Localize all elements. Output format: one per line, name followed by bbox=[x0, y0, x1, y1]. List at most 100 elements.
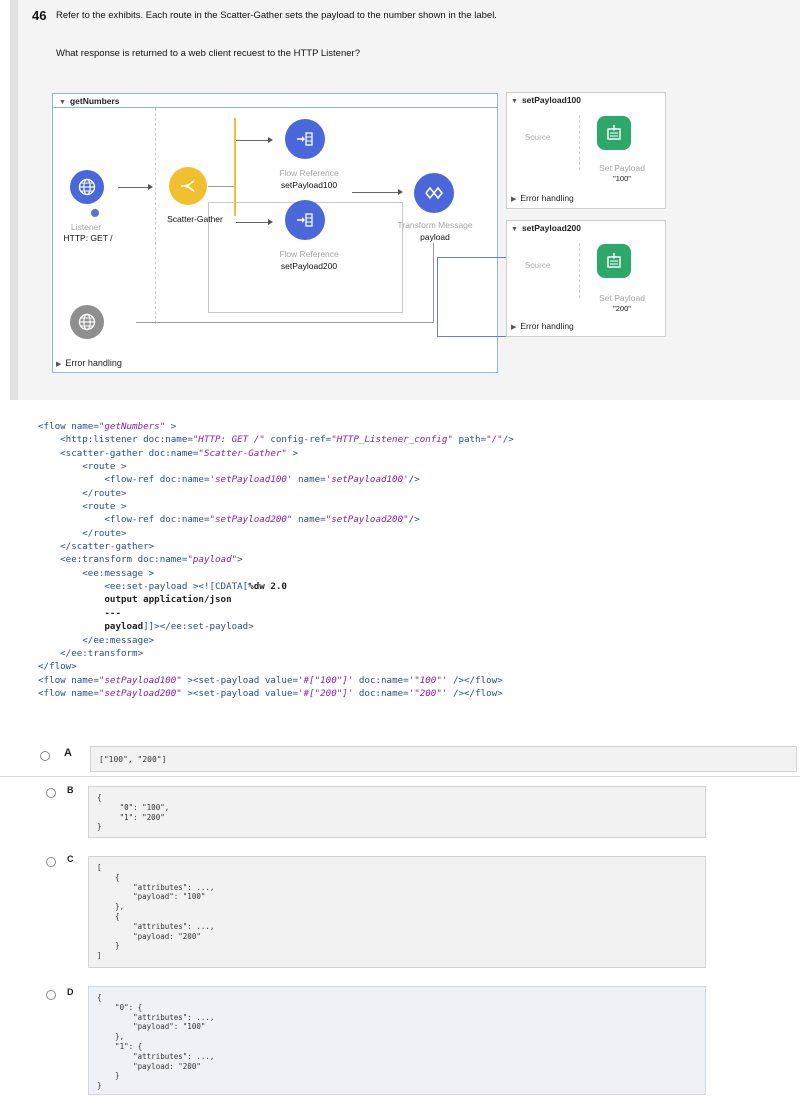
flow-setpayload100: ▼setPayload100 Source Set Payload "100" … bbox=[506, 92, 666, 209]
answer-line: "1": "200" bbox=[97, 812, 165, 822]
source-divider bbox=[155, 108, 156, 324]
answer-line: { bbox=[97, 993, 102, 1002]
connector-arrow bbox=[148, 184, 153, 190]
option-b-letter: B bbox=[67, 785, 74, 795]
sub-flow-header[interactable]: ▼setPayload100 bbox=[507, 93, 665, 106]
code-line: </scatter-gather> bbox=[38, 541, 155, 553]
answer-line: }, bbox=[97, 1032, 125, 1042]
xml-code-exhibit: <flow name="getNumbers" > <http:listener… bbox=[36, 420, 572, 705]
flow-title: getNumbers bbox=[69, 96, 120, 106]
code-line: <ee:set-payload ><![CDATA[%dw 2.0 bbox=[38, 581, 287, 593]
route1-arrow bbox=[268, 137, 273, 143]
route2-arrow bbox=[268, 219, 273, 225]
set-payload-label: Set Payload bbox=[599, 293, 645, 303]
connector-line bbox=[118, 187, 148, 188]
scatter-gather-icon[interactable] bbox=[169, 167, 207, 205]
error-handling-label: Error handling bbox=[520, 321, 574, 331]
code-line: <flow name="getNumbers" > bbox=[38, 421, 177, 432]
code-line: <http:listener doc:name="HTTP: GET /" co… bbox=[38, 434, 514, 446]
code-line: <ee:message > bbox=[38, 567, 155, 579]
flow-ref2-sub: setPayload200 bbox=[280, 261, 338, 271]
flow-reference-icon[interactable] bbox=[285, 200, 325, 240]
option-a-answer[interactable]: ["100", "200"] bbox=[90, 746, 797, 772]
answer-line: ["100", "200"] bbox=[99, 755, 167, 764]
expand-triangle-icon: ▶ bbox=[56, 361, 62, 368]
answer-line: } bbox=[97, 941, 120, 951]
scatter-routes-bar bbox=[234, 118, 236, 216]
return-line bbox=[433, 243, 434, 322]
source-label: Source bbox=[525, 261, 551, 270]
listener-globe-icon[interactable] bbox=[70, 170, 104, 204]
code-line: <flow-ref doc:name="setPayload200" name=… bbox=[38, 514, 420, 526]
option-b-answer[interactable]: { "0": "100", "1": "200" } bbox=[88, 786, 706, 838]
code-line: <flow name="setPayload200" ><set-payload… bbox=[38, 687, 503, 699]
answer-line: "payload": "100" bbox=[97, 892, 206, 902]
answer-line: "payload": "100" bbox=[97, 1022, 206, 1032]
route2-line bbox=[236, 222, 268, 223]
sub-flow-title: setPayload100 bbox=[521, 95, 582, 105]
option-a-letter: A bbox=[64, 747, 72, 759]
option-c-letter: C bbox=[67, 854, 74, 864]
answer-line: "attributes": ..., bbox=[97, 1051, 215, 1061]
flow-header[interactable]: ▼getNumbers bbox=[53, 94, 497, 108]
error-handling-main[interactable]: ▶Error handling bbox=[56, 358, 122, 368]
transform-label: Transform Message bbox=[397, 220, 473, 230]
source-divider bbox=[579, 243, 580, 298]
question-number: 46 bbox=[32, 8, 47, 23]
answer-line: { bbox=[97, 872, 120, 882]
option-d-radio[interactable] bbox=[46, 990, 56, 1000]
code-line: </flow> bbox=[38, 661, 77, 673]
question-prompt: What response is returned to a web clien… bbox=[56, 48, 360, 59]
listener-label: Listener bbox=[70, 222, 102, 232]
answer-line: "1": { bbox=[97, 1041, 143, 1051]
option-d-letter: D bbox=[67, 987, 74, 997]
answer-line: { bbox=[97, 911, 120, 921]
error-handling[interactable]: ▶Error handling bbox=[511, 193, 574, 203]
divider bbox=[0, 776, 800, 777]
flow-setpayload200: ▼setPayload200 Source Set Payload "200" … bbox=[506, 220, 666, 337]
answer-line: "payload: "200" bbox=[97, 1061, 201, 1071]
answer-line: }, bbox=[97, 902, 125, 912]
answer-line: [ bbox=[97, 863, 102, 872]
connector-arrow bbox=[398, 189, 403, 195]
transform-message-icon[interactable] bbox=[414, 173, 454, 213]
set-payload-icon[interactable] bbox=[597, 244, 631, 278]
set-payload-value: "100" bbox=[613, 174, 631, 183]
code-line: <scatter-gather doc:name="Scatter-Gather… bbox=[38, 447, 299, 459]
code-line: <route > bbox=[38, 461, 127, 473]
response-globe-icon[interactable] bbox=[70, 305, 104, 339]
code-line: <route > bbox=[38, 501, 127, 513]
code-line: </ee:message> bbox=[38, 634, 155, 646]
collapse-caret-icon[interactable]: ▼ bbox=[511, 98, 518, 105]
code-line: --- bbox=[38, 607, 121, 619]
transform-sub: payload bbox=[420, 232, 450, 242]
listener-source-dot bbox=[91, 209, 99, 217]
flow-ref1-label: Flow Reference bbox=[279, 168, 339, 178]
code-line: <flow-ref doc:name='setPayload100' name=… bbox=[38, 474, 420, 486]
answer-line: ] bbox=[97, 951, 102, 961]
answer-line: } bbox=[97, 1071, 120, 1081]
source-divider bbox=[579, 115, 580, 170]
set-payload-icon[interactable] bbox=[597, 116, 631, 150]
collapse-caret-icon[interactable]: ▼ bbox=[59, 99, 66, 106]
option-d-answer[interactable]: { "0": { "attributes": ..., "payload": "… bbox=[88, 986, 706, 1095]
answer-line: "attributes": ..., bbox=[97, 882, 215, 892]
sub-flow-header[interactable]: ▼setPayload200 bbox=[507, 221, 665, 234]
flow-reference-icon[interactable] bbox=[285, 119, 325, 159]
code-line: <flow name="setPayload100" ><set-payload… bbox=[38, 674, 503, 686]
option-c-radio[interactable] bbox=[46, 857, 56, 867]
code-line: </route> bbox=[38, 487, 127, 499]
listener-sub: HTTP: GET / bbox=[63, 233, 113, 243]
collapse-caret-icon[interactable]: ▼ bbox=[511, 226, 518, 233]
option-a-radio[interactable] bbox=[40, 751, 50, 761]
answer-line: "attributes": ..., bbox=[97, 921, 215, 931]
option-b-radio[interactable] bbox=[46, 788, 56, 798]
code-line: <ee:transform doc:name="payload"> bbox=[38, 554, 243, 566]
error-handling[interactable]: ▶Error handling bbox=[511, 321, 574, 331]
question-text: Refer to the exhibits. Each route in the… bbox=[56, 10, 497, 21]
connector-line bbox=[208, 186, 234, 187]
flow-getnumbers: ▼getNumbers bbox=[52, 93, 539, 373]
answer-line: } bbox=[97, 1081, 102, 1091]
answer-line: "0": "100", bbox=[97, 802, 170, 812]
option-c-answer[interactable]: [ { "attributes": ..., "payload": "100" … bbox=[88, 856, 706, 968]
